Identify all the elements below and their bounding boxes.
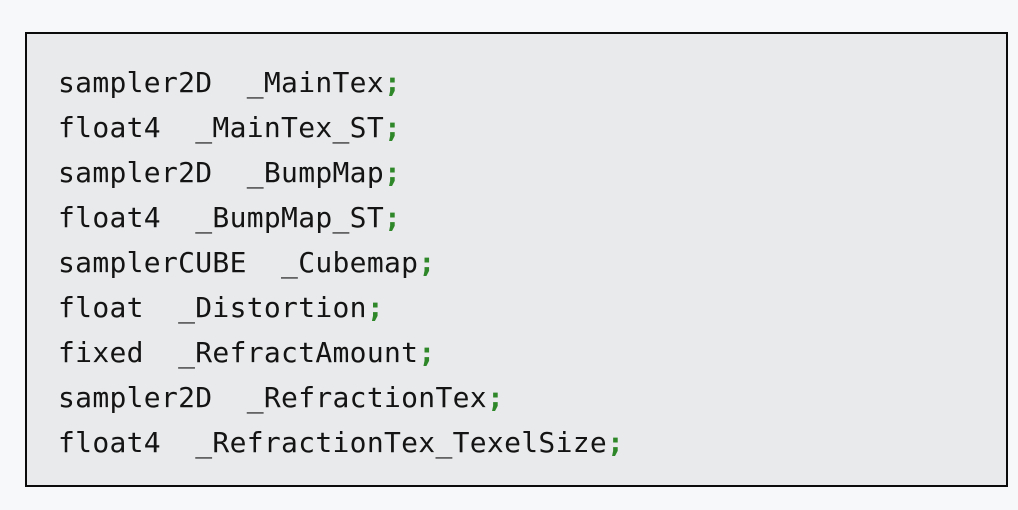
- code-line: fixed _RefractAmount;: [58, 330, 986, 375]
- code-semicolon: ;: [384, 156, 402, 189]
- code-semicolon: ;: [384, 111, 402, 144]
- code-declaration: sampler2D _RefractionTex: [58, 381, 487, 414]
- code-declaration: float _Distortion: [58, 291, 367, 324]
- code-semicolon: ;: [366, 291, 385, 324]
- code-line: sampler2D _MainTex;: [58, 60, 986, 105]
- code-line: sampler2D _RefractionTex;: [58, 375, 986, 420]
- code-declaration: sampler2D _BumpMap: [58, 156, 384, 189]
- code-line: float4 _MainTex_ST;: [58, 105, 986, 150]
- code-declaration: float4 _MainTex_ST: [58, 111, 384, 144]
- code-semicolon: ;: [384, 66, 402, 99]
- code-line: float _Distortion;: [58, 285, 986, 330]
- code-semicolon: ;: [418, 246, 436, 279]
- code-declaration: samplerCUBE _Cubemap: [58, 246, 419, 279]
- code-semicolon: ;: [384, 201, 402, 234]
- code-declaration: float4 _RefractionTex_TexelSize: [58, 426, 608, 459]
- code-declaration: fixed _RefractAmount: [58, 336, 419, 369]
- code-semicolon: ;: [607, 426, 625, 459]
- code-declaration: float4 _BumpMap_ST: [58, 201, 384, 234]
- code-block: sampler2D _MainTex; float4 _MainTex_ST; …: [25, 32, 1008, 487]
- code-semicolon: ;: [486, 381, 505, 414]
- code-line: samplerCUBE _Cubemap;: [58, 240, 986, 285]
- code-line: float4 _RefractionTex_TexelSize;: [58, 420, 986, 465]
- code-declaration: sampler2D _MainTex: [58, 66, 384, 99]
- code-line: sampler2D _BumpMap;: [58, 150, 986, 195]
- code-line: float4 _BumpMap_ST;: [58, 195, 986, 240]
- code-semicolon: ;: [418, 336, 436, 369]
